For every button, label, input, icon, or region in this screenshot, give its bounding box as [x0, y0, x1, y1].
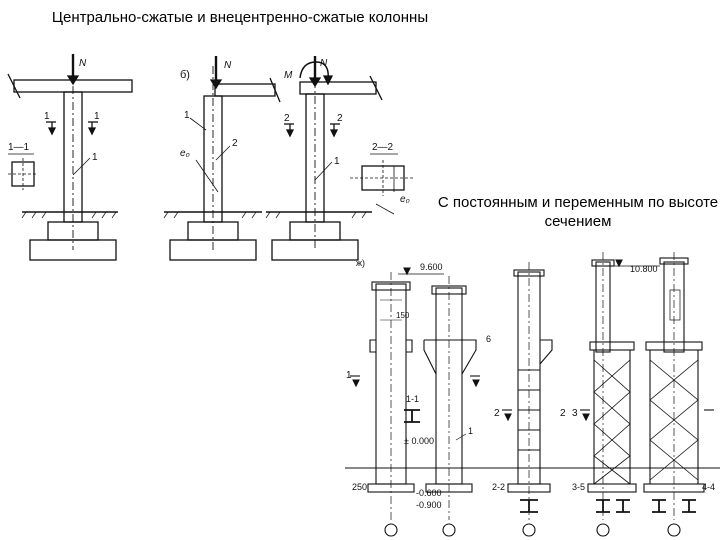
page-title: Центрально-сжатые и внецентренно-сжатые …: [51, 9, 429, 26]
force-arrowhead: [66, 75, 80, 86]
section-marker-2: 2: [494, 408, 500, 419]
section-marker-2-right: 2: [337, 113, 343, 124]
foundation-lower: [169, 239, 257, 261]
section-2-2: 2-2: [492, 482, 505, 492]
section-marker-1-left: 1: [44, 111, 50, 122]
section-marker-3: 3: [572, 408, 578, 419]
column-diagram-eccentric: б) N 1 2 e₀: [163, 56, 281, 261]
level-mark-top: 9.600: [420, 262, 443, 272]
level-mark-base-1: -0.600: [416, 488, 442, 498]
beam-break-left: [7, 73, 21, 99]
force-arrowhead: [209, 79, 223, 90]
section-marker-2-left: 2: [284, 113, 290, 124]
dim-150: 150: [396, 311, 410, 320]
section-subtitle: С постоянным и переменным по высоте сече…: [437, 194, 719, 230]
part-marker-2: 2: [232, 138, 238, 149]
column-diagram-central: N 1 1 1 1—1: [7, 54, 133, 261]
force-n-label: N: [79, 58, 87, 69]
section-3-5: 3-5: [572, 482, 585, 492]
section-marker-1-right: 1: [94, 111, 100, 122]
beam: [214, 83, 276, 97]
section-4-4: 4-4: [702, 482, 715, 492]
corner-mark: ж): [356, 258, 365, 268]
part-marker-1: 1: [92, 152, 98, 163]
section-marker-1: 1: [346, 370, 352, 381]
eccentricity-label-2: e₀: [400, 194, 410, 205]
part-marker-6: 6: [486, 334, 491, 344]
force-n-label: N: [224, 60, 232, 71]
variant-b-label: б): [180, 69, 190, 81]
section-1-1-label: 1—1: [8, 142, 30, 153]
eccentricity-label: e₀: [180, 148, 190, 159]
moment-arrow: [299, 61, 329, 81]
industrial-columns-drawing: ж) 9.600 250 ± 0.000 -0.600 -0.900 1 150: [345, 252, 720, 537]
column-d: 3 3-5: [572, 252, 637, 537]
column-diagram-moment: N M 2 2 1 2—2 e₀: [265, 56, 414, 261]
foundation-lower: [29, 239, 117, 261]
section-2-2-label: 2—2: [372, 142, 394, 153]
level-mark-top-2: 10.800: [630, 264, 658, 274]
moment-m-label: M: [284, 70, 293, 81]
level-mark-zero: ± 0.000: [404, 436, 434, 446]
force-arrowhead: [308, 77, 322, 88]
beam: [299, 81, 377, 95]
section-marker-2-right: 2: [560, 408, 566, 419]
part-marker-1: 1: [468, 426, 473, 436]
level-mark-base-2: -0.900: [416, 500, 442, 510]
part-marker-1: 1: [334, 156, 340, 167]
foundation-lower: [271, 239, 359, 261]
dim-250: 250: [352, 482, 367, 492]
part-marker-1: 1: [184, 110, 190, 121]
column-a: 9.600 250 ± 0.000 -0.600 -0.900 1 150 1-…: [346, 262, 444, 537]
column-e: 10.800 4-4: [612, 252, 715, 537]
section-1-1: 1-1: [406, 394, 419, 404]
column-c: 2 2 2-2: [492, 262, 566, 537]
column-b: 6 1: [423, 276, 491, 537]
